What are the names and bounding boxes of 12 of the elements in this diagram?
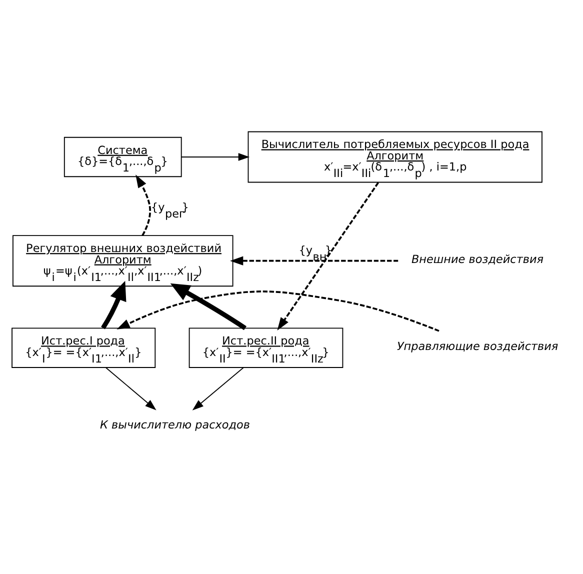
- arrow: [180, 152, 250, 160]
- arrow: [230, 256, 398, 265]
- node-text: К вычислителю расходов: [100, 418, 250, 431]
- node-text: Внешние воздействия: [411, 252, 544, 266]
- arrow: [116, 290, 440, 332]
- arrow: [106, 366, 156, 410]
- arrow: [277, 182, 379, 330]
- node-text: Управляющие воздействия: [396, 339, 558, 352]
- arrow: [136, 174, 152, 236]
- arrow: [170, 282, 246, 330]
- arrow: [192, 366, 244, 410]
- arrow: [101, 280, 126, 329]
